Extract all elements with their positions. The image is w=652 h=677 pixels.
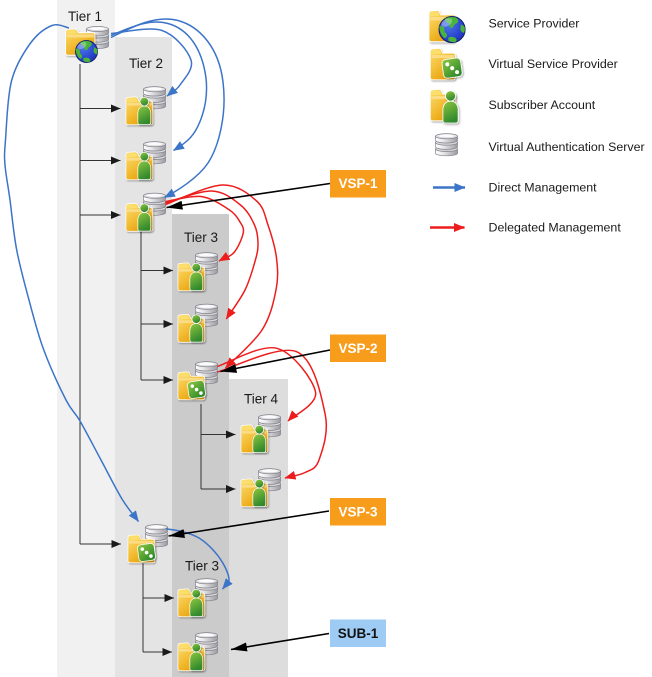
- svg-text:Tier 2: Tier 2: [129, 56, 163, 71]
- svg-text:Subscriber Account: Subscriber Account: [489, 98, 596, 112]
- svg-text:Tier 4: Tier 4: [244, 392, 278, 407]
- svg-text:VSP-1: VSP-1: [338, 176, 378, 191]
- svg-text:Virtual Service Provider: Virtual Service Provider: [489, 57, 618, 71]
- svg-text:Tier 1: Tier 1: [68, 9, 102, 24]
- svg-text:VSP-2: VSP-2: [338, 341, 377, 356]
- svg-text:VSP-3: VSP-3: [338, 505, 378, 520]
- svg-text:Direct Management: Direct Management: [489, 181, 598, 195]
- svg-text:Delegated Management: Delegated Management: [489, 221, 622, 235]
- svg-text:Service Provider: Service Provider: [489, 17, 580, 31]
- svg-text:SUB-1: SUB-1: [338, 626, 379, 641]
- svg-text:Tier 3: Tier 3: [184, 230, 218, 245]
- svg-text:Tier 3: Tier 3: [185, 559, 219, 574]
- svg-text:Virtual Authentication Server: Virtual Authentication Server: [489, 140, 645, 154]
